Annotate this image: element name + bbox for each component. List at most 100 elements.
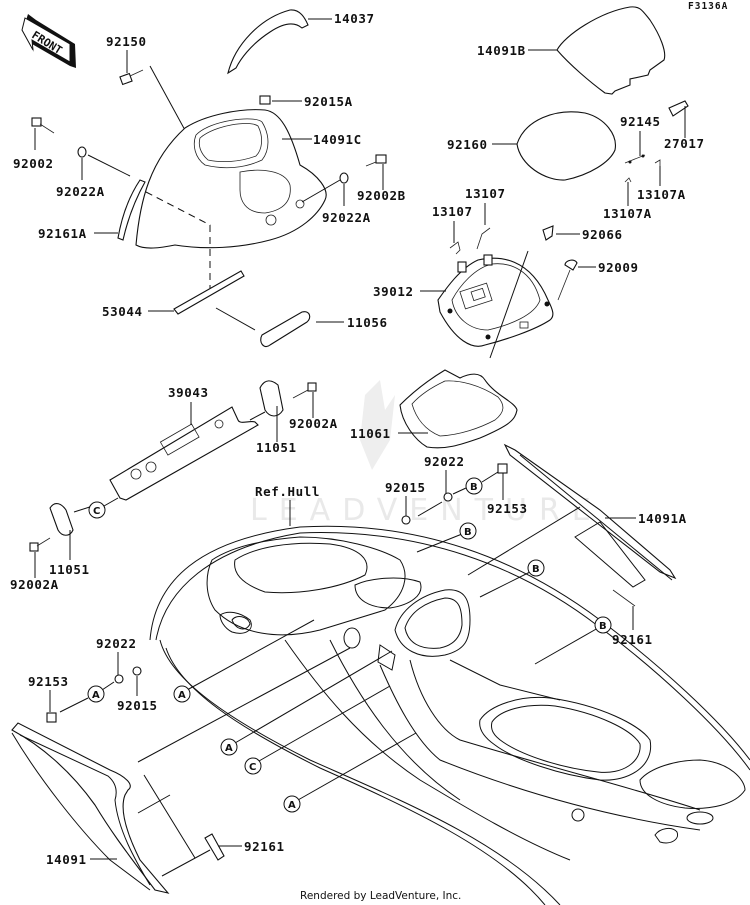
callout-C-lower bbox=[244, 757, 262, 775]
bolt-92002A-top bbox=[307, 382, 317, 392]
callout-A-1-text: A bbox=[92, 690, 100, 701]
label-11061[interactable]: 11061 bbox=[350, 426, 391, 441]
callout-B-2-text: B bbox=[464, 527, 472, 538]
label-13107A-b[interactable]: 13107A bbox=[637, 187, 686, 202]
clip-13107A-a bbox=[624, 177, 632, 183]
label-14091[interactable]: 14091 bbox=[46, 852, 87, 867]
callout-C-upper-text: C bbox=[93, 506, 100, 517]
label-92022-right[interactable]: 92022 bbox=[424, 454, 465, 469]
bolt-92002A-left bbox=[29, 542, 39, 552]
latch-27017 bbox=[668, 100, 689, 117]
clip-92153-left bbox=[46, 712, 57, 723]
label-11051-top[interactable]: 11051 bbox=[256, 440, 297, 455]
part-14037[interactable] bbox=[227, 9, 332, 75]
callout-A-4 bbox=[283, 795, 301, 813]
nut-92015-right bbox=[401, 515, 411, 525]
label-92015A[interactable]: 92015A bbox=[304, 94, 353, 109]
callout-B-1 bbox=[465, 477, 483, 495]
label-11051-left[interactable]: 11051 bbox=[49, 562, 90, 577]
label-92015-right[interactable]: 92015 bbox=[385, 480, 426, 495]
watermark-text: LEADVENTURE bbox=[250, 493, 603, 528]
washer-92022A-right bbox=[339, 172, 349, 184]
callout-A-4-text: A bbox=[288, 800, 296, 811]
gasket-92160 bbox=[516, 111, 616, 181]
label-92161-right[interactable]: 92161 bbox=[612, 632, 653, 647]
callout-A-2-text: A bbox=[178, 690, 186, 701]
plate-39043[interactable] bbox=[109, 406, 259, 501]
label-92145[interactable]: 92145 bbox=[620, 114, 661, 129]
label-92160[interactable]: 92160 bbox=[447, 137, 488, 152]
callout-B-3 bbox=[527, 559, 545, 577]
plate-11051-top bbox=[259, 380, 284, 417]
label-92002B[interactable]: 92002B bbox=[357, 188, 406, 203]
label-14037[interactable]: 14037 bbox=[334, 11, 375, 26]
label-14091A[interactable]: 14091A bbox=[638, 511, 687, 526]
strip-92161-right bbox=[612, 589, 636, 607]
label-92153-left[interactable]: 92153 bbox=[28, 674, 69, 689]
ref-hull-label: Ref.Hull bbox=[255, 484, 320, 499]
label-92002[interactable]: 92002 bbox=[13, 156, 54, 171]
spring-13107-b bbox=[476, 227, 491, 250]
watermark: LEADVENTURE bbox=[250, 380, 603, 528]
panel-14091A[interactable] bbox=[503, 443, 677, 581]
label-92022-left[interactable]: 92022 bbox=[96, 636, 137, 651]
callout-C-lower-text: C bbox=[249, 762, 256, 773]
label-39012[interactable]: 39012 bbox=[373, 284, 414, 299]
label-39043[interactable]: 39043 bbox=[168, 385, 209, 400]
label-92153-right[interactable]: 92153 bbox=[487, 501, 528, 516]
label-92002A-left[interactable]: 92002A bbox=[10, 577, 59, 592]
label-11056[interactable]: 11056 bbox=[347, 315, 388, 330]
label-13107-a[interactable]: 13107 bbox=[432, 204, 473, 219]
callout-A-3 bbox=[220, 738, 238, 756]
label-92002A-top[interactable]: 92002A bbox=[289, 416, 338, 431]
bracket-11056 bbox=[260, 311, 311, 348]
rod-53044 bbox=[173, 270, 245, 315]
callout-A-3-text: A bbox=[225, 743, 233, 754]
part-14091C[interactable] bbox=[135, 109, 327, 249]
strip-92161A bbox=[117, 179, 146, 241]
bolt-92002 bbox=[31, 117, 55, 134]
lid-14091B[interactable] bbox=[556, 6, 666, 95]
clip-92153-right bbox=[497, 463, 508, 474]
label-92161A[interactable]: 92161A bbox=[38, 226, 87, 241]
plate-11051-left bbox=[49, 502, 74, 536]
strip-92161-bottom bbox=[204, 833, 225, 861]
washer-92022-right bbox=[443, 492, 453, 502]
callout-B-4-text: B bbox=[599, 621, 607, 632]
spring-13107-a bbox=[449, 241, 461, 255]
washer-92022-left bbox=[114, 674, 124, 684]
bolt-92002B bbox=[365, 154, 387, 167]
clip-92015A bbox=[259, 95, 271, 105]
bolt-92150 bbox=[119, 69, 144, 86]
label-92066[interactable]: 92066 bbox=[582, 227, 623, 242]
screw-92009 bbox=[564, 259, 578, 271]
hull bbox=[149, 525, 750, 905]
label-92161-bottom[interactable]: 92161 bbox=[244, 839, 285, 854]
panel-14091[interactable] bbox=[11, 722, 211, 894]
label-92150[interactable]: 92150 bbox=[106, 34, 147, 49]
label-14091B[interactable]: 14091B bbox=[477, 43, 526, 58]
label-13107A-a[interactable]: 13107A bbox=[603, 206, 652, 221]
label-14091C[interactable]: 14091C bbox=[313, 132, 362, 147]
callout-B-1-text: B bbox=[470, 482, 478, 493]
box-39012[interactable] bbox=[437, 254, 554, 347]
callout-A-1 bbox=[87, 685, 105, 703]
label-13107-b[interactable]: 13107 bbox=[465, 186, 506, 201]
callout-B-4 bbox=[594, 616, 612, 634]
callout-B-3-text: B bbox=[532, 564, 540, 575]
label-53044[interactable]: 53044 bbox=[102, 304, 143, 319]
label-92022A-right[interactable]: 92022A bbox=[322, 210, 371, 225]
washer-92022A-left bbox=[77, 146, 87, 158]
callout-C-upper bbox=[88, 501, 106, 519]
label-92009[interactable]: 92009 bbox=[598, 260, 639, 275]
grommet-92066 bbox=[542, 225, 554, 241]
callout-B-2 bbox=[459, 522, 477, 540]
label-92022A-left[interactable]: 92022A bbox=[56, 184, 105, 199]
callout-A-2 bbox=[173, 685, 191, 703]
figure-code: F3136A bbox=[688, 1, 728, 12]
footer-credit: Rendered by LeadVenture, Inc. bbox=[300, 890, 461, 902]
label-92015-left[interactable]: 92015 bbox=[117, 698, 158, 713]
nut-92015-left bbox=[132, 666, 142, 676]
front-arrow-icon: FRONT bbox=[21, 14, 76, 68]
label-27017[interactable]: 27017 bbox=[664, 136, 705, 151]
